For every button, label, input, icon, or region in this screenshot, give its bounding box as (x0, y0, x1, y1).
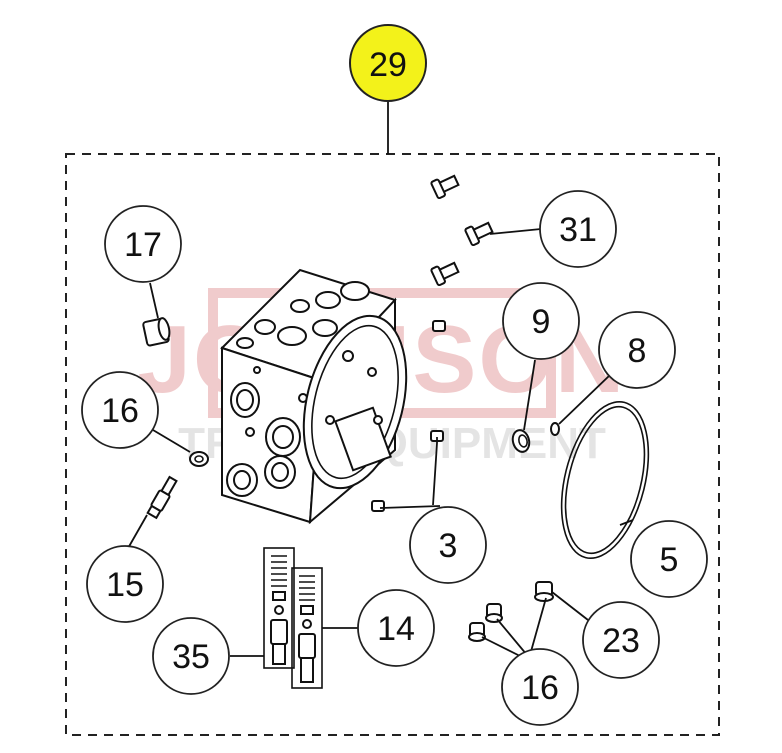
callout-23[interactable]: 23 (582, 601, 660, 679)
callout-16-left[interactable]: 16 (81, 371, 159, 449)
part-large-o-ring (560, 400, 650, 560)
callout-5[interactable]: 5 (630, 520, 708, 598)
part-fitting (146, 475, 178, 520)
callout-16-left-label: 16 (101, 392, 139, 430)
assembly-callout[interactable]: 29 (349, 24, 427, 154)
assembly-callout-circle (349, 24, 427, 102)
callout-31[interactable]: 31 (539, 190, 617, 268)
callout-3-label: 3 (439, 527, 458, 565)
part-small-o-ring (550, 422, 560, 436)
callout-14-label: 14 (377, 610, 415, 648)
callout-16-bottom[interactable]: 16 (501, 648, 579, 726)
callout-5-label: 5 (660, 541, 679, 579)
callout-9[interactable]: 9 (502, 282, 580, 360)
leader-lines (126, 228, 634, 659)
callout-9-label: 9 (532, 303, 551, 341)
callout-8[interactable]: 8 (598, 311, 676, 389)
callout-8-label: 8 (628, 332, 647, 370)
callout-15[interactable]: 15 (86, 545, 164, 623)
valve-body (220, 268, 408, 525)
callout-16-bottom-label: 16 (521, 669, 559, 707)
part-bolts (430, 174, 494, 287)
callout-15-label: 15 (106, 566, 144, 604)
callout-35-label: 35 (172, 638, 210, 676)
callout-17-label: 17 (124, 226, 162, 264)
callout-31-label: 31 (559, 211, 597, 249)
part-caps (468, 581, 554, 642)
callout-17[interactable]: 17 (104, 205, 182, 283)
part-cartridge-35 (263, 547, 295, 669)
assembly-callout-number: 29 (369, 46, 407, 84)
part-bushing (142, 317, 171, 347)
part-plug-left (189, 451, 209, 467)
part-washer (511, 429, 531, 453)
part-cartridge-14 (291, 567, 323, 689)
callout-3[interactable]: 3 (409, 506, 487, 584)
callout-35[interactable]: 35 (152, 617, 230, 695)
callout-23-label: 23 (602, 622, 640, 660)
callout-14[interactable]: 14 (357, 589, 435, 667)
assembly-boundary (65, 153, 720, 736)
